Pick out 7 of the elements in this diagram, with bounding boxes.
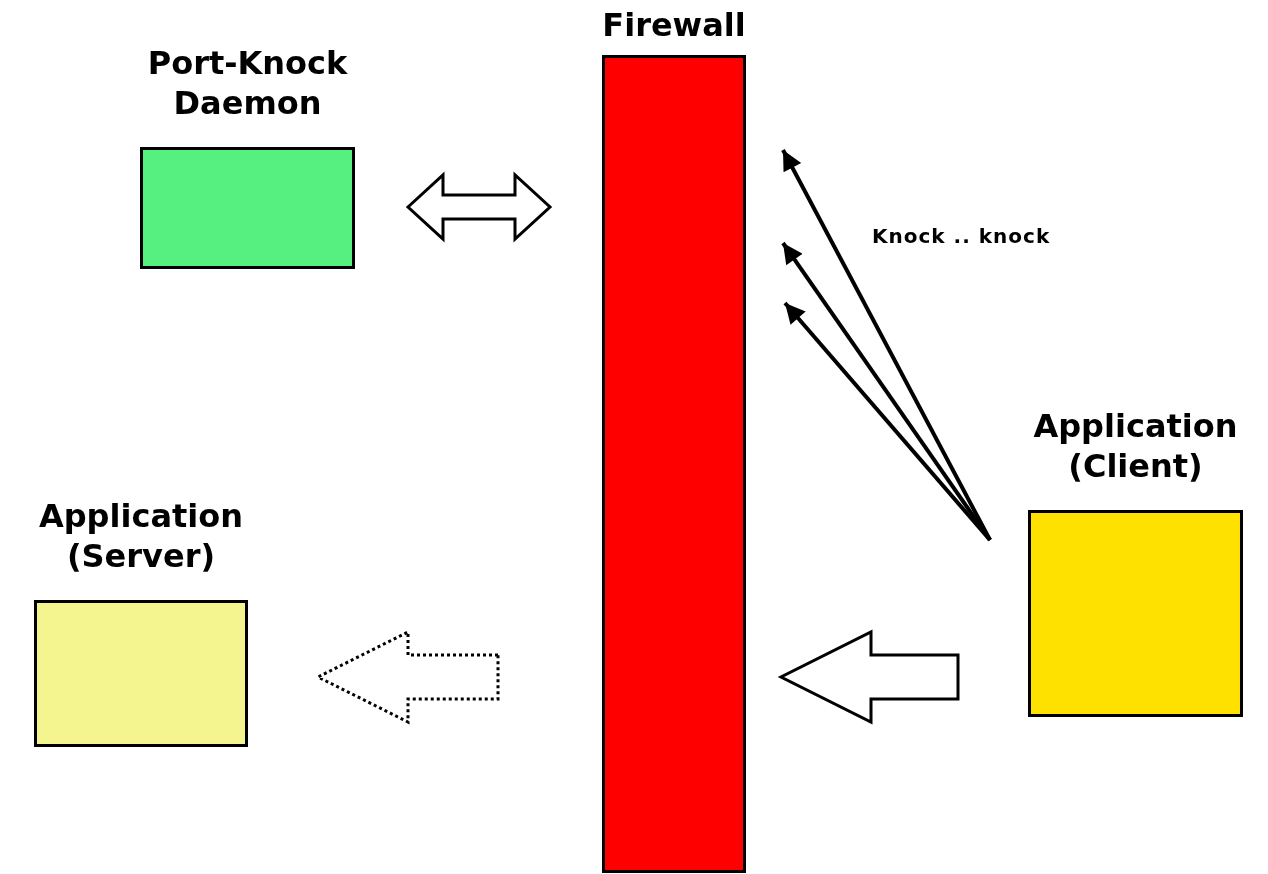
arrow [783, 301, 992, 542]
node-title: Firewall [601, 5, 747, 45]
block-arrow [777, 629, 960, 725]
node-title: Port-Knock Daemon [146, 43, 349, 123]
node-title: Application (Server) [37, 496, 245, 576]
block-arrow [405, 171, 553, 243]
node-title: Application (Client) [1032, 406, 1239, 486]
